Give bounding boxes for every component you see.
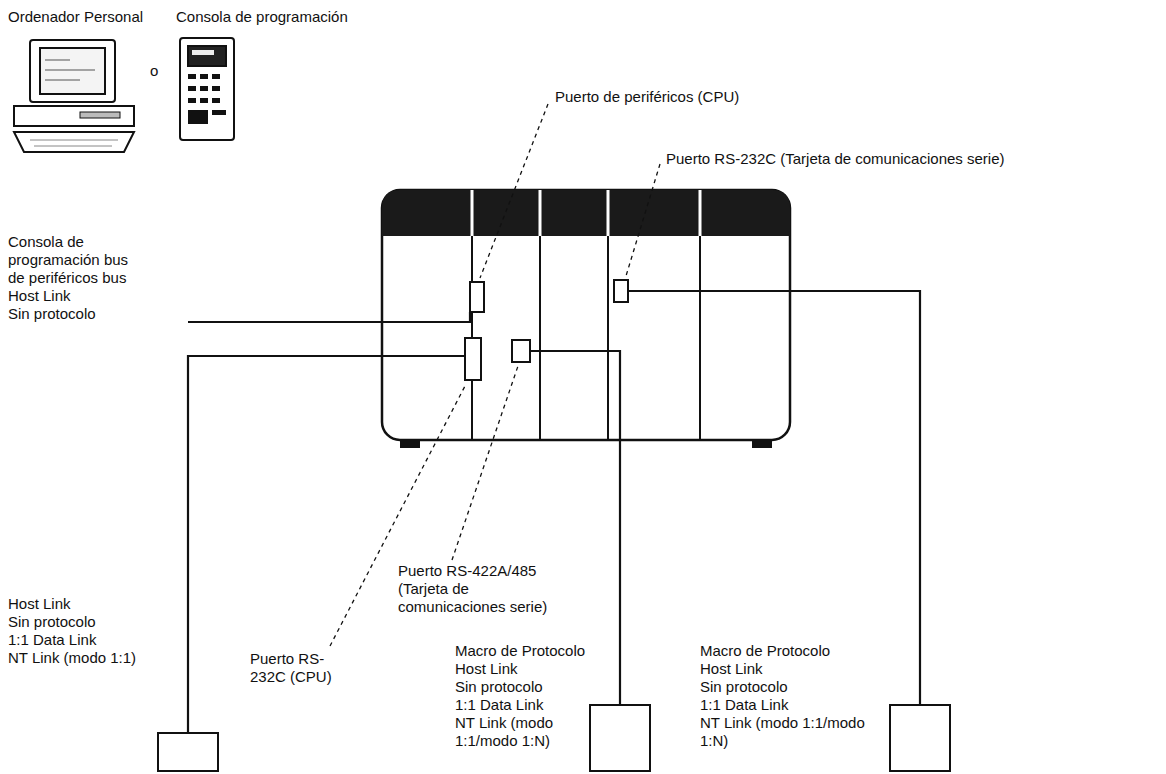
protocol-item: NT Link (modo 1:1/modo 1:N) (700, 714, 885, 750)
device-caption: Consola de programación (176, 8, 348, 26)
device-caption: Ordenador Personal (8, 8, 143, 26)
device-boxes (158, 705, 950, 771)
port-label: Puerto RS-232C (CPU) (250, 650, 360, 686)
programming-console (180, 38, 234, 140)
protocol-item: 1:1 Data Link (8, 631, 96, 649)
leader-lines (330, 104, 660, 646)
port-label: Puerto RS-232C (Tarjeta de comunicacione… (666, 150, 1005, 168)
protocol-item: Macro de Protocolo (455, 642, 585, 660)
protocol-item: Sin protocolo (8, 305, 96, 323)
protocol-item: Host Link (8, 287, 71, 305)
protocol-item: NT Link (modo 1:1) (8, 649, 136, 667)
port-label: Puerto de periféricos (CPU) (555, 88, 739, 106)
protocol-item: Macro de Protocolo (700, 642, 830, 660)
protocol-item: Consola de programación bus de periféric… (8, 233, 140, 287)
alternative-word: o (150, 62, 158, 80)
protocol-item: 1:1 Data Link (455, 696, 543, 714)
cables (188, 291, 920, 733)
personal-computer (14, 40, 134, 152)
protocol-item: Sin protocolo (455, 678, 543, 696)
protocol-item: Host Link (700, 660, 763, 678)
protocol-item: NT Link (modo 1:1/modo 1:N) (455, 714, 583, 750)
port-label: Puerto RS-422A/485 (Tarjeta de comunicac… (398, 562, 548, 616)
protocol-item: Host Link (455, 660, 518, 678)
protocol-item: 1:1 Data Link (700, 696, 788, 714)
protocol-item: Sin protocolo (8, 613, 96, 631)
protocol-item: Host Link (8, 595, 71, 613)
protocol-item: Sin protocolo (700, 678, 788, 696)
plc-unit (382, 190, 790, 448)
